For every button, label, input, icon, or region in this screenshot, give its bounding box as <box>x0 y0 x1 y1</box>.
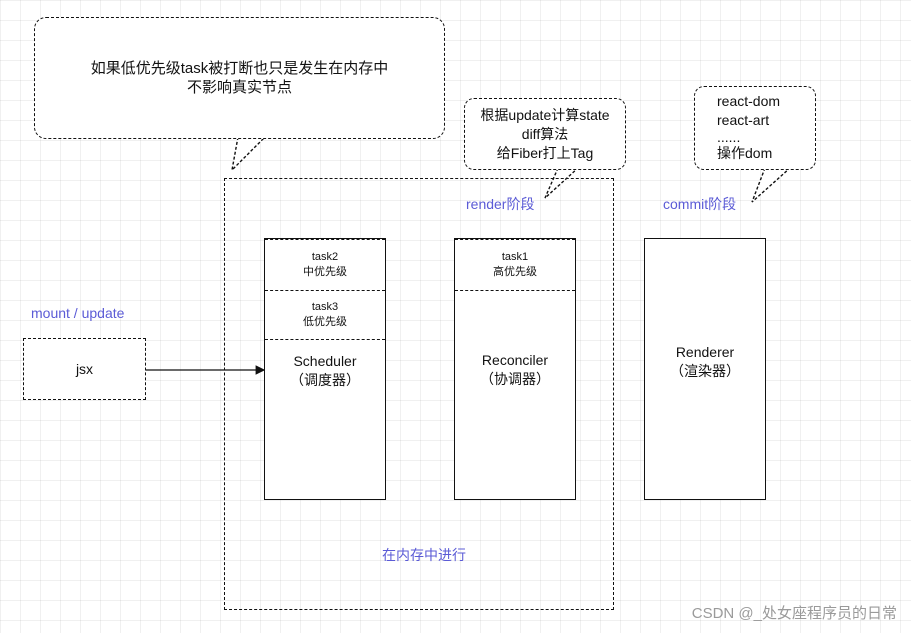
jsx-node: jsx <box>23 338 146 400</box>
top-note-line2: 不影响真实节点 <box>186 79 292 96</box>
commit-note-tail <box>751 167 791 203</box>
render-phase-label: render阶段 <box>466 196 535 212</box>
scheduler-sub: （调度器） <box>290 372 360 388</box>
render-note-line1: 根据update计算state <box>480 106 610 123</box>
reconciler-name: Reconciler <box>481 352 549 368</box>
top-note-bubble: 如果低优先级task被打断也只是发生在内存中 不影响真实节点 <box>34 17 445 139</box>
reconciler-node: task1 高优先级 Reconciler （协调器） <box>454 238 576 500</box>
commit-note-line3: ...... <box>717 129 741 145</box>
scheduler-name: Scheduler <box>293 353 357 369</box>
top-note-tail <box>230 136 266 173</box>
scheduler-text: Scheduler （调度器） <box>265 352 385 390</box>
commit-note-line1: react-dom <box>717 93 781 109</box>
task1-name: task1 <box>501 251 529 263</box>
in-memory-label: 在内存中进行 <box>382 547 466 563</box>
task3-name: task3 <box>311 301 339 313</box>
task3-priority: 低优先级 <box>303 316 347 328</box>
renderer-name: Renderer <box>675 344 735 360</box>
renderer-sub: （渲染器） <box>670 363 740 379</box>
reconciler-sub: （协调器） <box>480 371 550 387</box>
task2-card: task2 中优先级 <box>265 239 385 291</box>
mount-update-label: mount / update <box>31 305 125 321</box>
task2-name: task2 <box>311 251 339 263</box>
render-note-bubble: 根据update计算state diff算法 给Fiber打上Tag <box>464 98 626 170</box>
commit-note-line4: 操作dom <box>717 145 773 161</box>
commit-phase-label: commit阶段 <box>663 196 737 212</box>
reconciler-text: Reconciler （协调器） <box>455 351 575 389</box>
jsx-label: jsx <box>75 360 94 377</box>
render-note-line2: diff算法 <box>521 125 569 142</box>
top-note-line1: 如果低优先级task被打断也只是发生在内存中 <box>90 60 389 77</box>
render-note-line3: 给Fiber打上Tag <box>496 144 594 161</box>
watermark: CSDN @_处女座程序员的日常 <box>691 605 897 622</box>
commit-note-line2: react-art <box>717 112 770 128</box>
task3-card: task3 低优先级 <box>265 291 385 340</box>
scheduler-node: task2 中优先级 task3 低优先级 Scheduler （调度器） <box>264 238 386 500</box>
task1-card: task1 高优先级 <box>455 239 575 291</box>
task2-priority: 中优先级 <box>303 266 347 278</box>
commit-note-bubble: react-dom react-art ...... 操作dom <box>694 86 816 170</box>
render-phase-container <box>224 178 614 610</box>
task1-priority: 高优先级 <box>493 266 537 278</box>
renderer-node: Renderer （渲染器） <box>644 238 766 500</box>
